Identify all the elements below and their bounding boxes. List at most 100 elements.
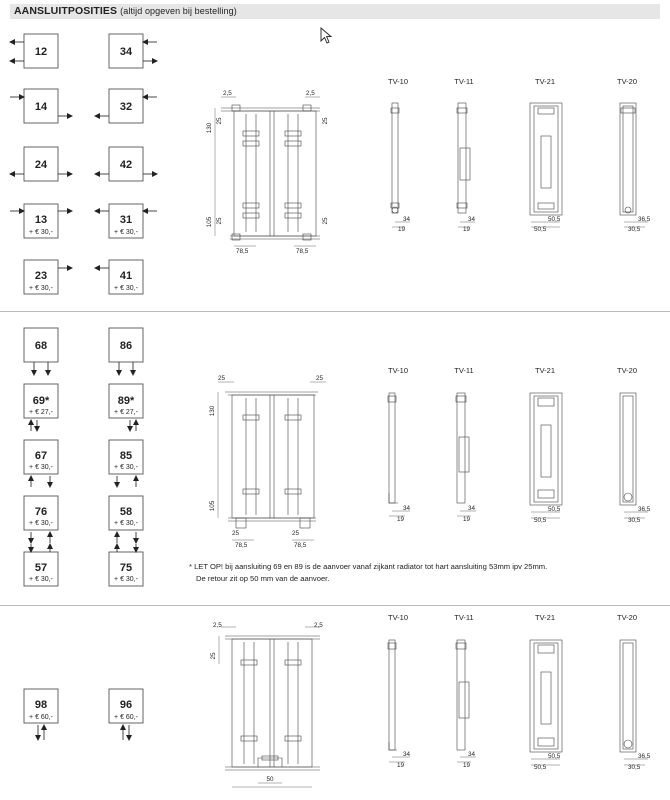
svg-text:30,5: 30,5: [628, 764, 641, 771]
svg-text:+ € 30,-: + € 30,-: [29, 576, 54, 583]
svg-text:34: 34: [468, 505, 476, 512]
section-header: AANSLUITPOSITIES (altijd opgeven bij bes…: [10, 4, 660, 19]
type-labels-row1: TV-10 TV-11 TV-21 TV-20: [388, 77, 637, 86]
connection-box-98: 98 + € 60,-: [23, 688, 59, 741]
svg-text:36,5: 36,5: [638, 753, 651, 760]
svg-text:68: 68: [35, 340, 47, 352]
type-labels-row2: TV-10 TV-11 TV-21 TV-20: [388, 366, 637, 375]
svg-text:34: 34: [120, 46, 133, 58]
svg-text:30,5: 30,5: [628, 226, 641, 233]
svg-text:50: 50: [266, 776, 274, 783]
svg-text:42: 42: [120, 159, 132, 171]
svg-text:+ € 30,-: + € 30,-: [114, 285, 139, 292]
svg-text:25: 25: [232, 530, 240, 537]
svg-text:TV-10: TV-10: [388, 77, 408, 86]
svg-text:105: 105: [206, 216, 213, 227]
connection-box-86: 86: [108, 327, 144, 376]
type-labels-row3: TV-10 TV-11 TV-21 TV-20: [388, 613, 637, 622]
svg-text:130: 130: [206, 122, 213, 133]
svg-text:86: 86: [120, 340, 132, 352]
svg-text:34: 34: [403, 751, 411, 758]
svg-text:36,5: 36,5: [638, 506, 651, 513]
svg-text:34: 34: [468, 216, 476, 223]
svg-text:TV-21: TV-21: [535, 77, 555, 86]
svg-text:TV-11: TV-11: [454, 366, 473, 375]
svg-text:130: 130: [209, 405, 216, 416]
svg-text:85: 85: [120, 450, 132, 462]
side-view-tv20: 36,5 30,5: [619, 102, 651, 233]
radiator-front-view-3: 2,5 2,5 25 50: [210, 622, 323, 788]
svg-text:25: 25: [316, 375, 324, 382]
svg-text:12: 12: [35, 46, 47, 58]
connection-box-34: 34: [108, 33, 158, 69]
connection-box-23: 23 + € 30,-: [23, 259, 73, 295]
svg-text:+ € 30,-: + € 30,-: [29, 285, 54, 292]
svg-text:25: 25: [216, 217, 223, 225]
svg-text:50,5: 50,5: [548, 753, 561, 760]
header-title: AANSLUITPOSITIES (altijd opgeven bij bes…: [14, 5, 237, 17]
svg-text:TV-20: TV-20: [617, 613, 637, 622]
svg-text:67: 67: [35, 450, 47, 462]
svg-text:34: 34: [403, 216, 411, 223]
svg-text:TV-11: TV-11: [454, 77, 473, 86]
svg-text:25: 25: [218, 375, 226, 382]
section-divider: [0, 605, 670, 606]
svg-text:105: 105: [209, 500, 216, 511]
connection-box-41: 41 + € 30,-: [94, 259, 144, 295]
connection-box-58: 58 + € 30,-: [108, 495, 144, 544]
svg-text:+ € 27,-: + € 27,-: [114, 409, 139, 416]
svg-text:TV-20: TV-20: [617, 77, 637, 86]
svg-text:TV-10: TV-10: [388, 366, 408, 375]
svg-text:23: 23: [35, 270, 47, 282]
svg-text:25: 25: [322, 117, 329, 125]
svg-text:25: 25: [210, 652, 217, 660]
svg-text:+ € 27,-: + € 27,-: [29, 409, 54, 416]
connection-box-32: 32: [94, 88, 157, 124]
side-view-tv10-2: 34 19: [387, 392, 411, 523]
svg-text:+ € 30,-: + € 30,-: [114, 464, 139, 471]
connection-box-68: 68: [23, 327, 59, 376]
svg-text:TV-20: TV-20: [617, 366, 637, 375]
connection-box-42: 42: [94, 146, 158, 182]
svg-text:78,5: 78,5: [236, 248, 249, 255]
svg-text:2,5: 2,5: [306, 90, 315, 97]
svg-text:19: 19: [463, 762, 471, 769]
svg-text:41: 41: [120, 270, 132, 282]
side-view-tv11: 34 19: [456, 102, 476, 233]
svg-text:+ € 30,-: + € 30,-: [29, 520, 54, 527]
svg-text:+ € 30,-: + € 30,-: [29, 229, 54, 236]
svg-text:98: 98: [35, 699, 47, 711]
svg-text:50,5: 50,5: [548, 506, 561, 513]
connection-box-69: 69* + € 27,-: [23, 383, 59, 432]
svg-text:+ € 30,-: + € 30,-: [114, 229, 139, 236]
mouse-cursor-icon: [320, 27, 333, 44]
connection-box-96: 96 + € 60,-: [108, 688, 144, 741]
svg-text:+ € 30,-: + € 30,-: [114, 576, 139, 583]
warning-note-line1: * LET OP! bij aansluiting 69 en 89 is de…: [189, 562, 548, 571]
svg-text:2,5: 2,5: [213, 622, 222, 629]
svg-text:69*: 69*: [33, 395, 50, 407]
side-view-tv10-3: 34 19: [387, 639, 411, 769]
svg-text:13: 13: [35, 214, 47, 226]
side-view-tv20-2: 36,5 30,5: [619, 392, 651, 524]
svg-text:31: 31: [120, 214, 132, 226]
connection-box-76: 76 + € 30,-: [23, 495, 59, 544]
svg-text:TV-10: TV-10: [388, 613, 408, 622]
svg-text:78,5: 78,5: [235, 542, 248, 549]
svg-text:32: 32: [120, 101, 132, 113]
connection-box-12: 12: [9, 33, 59, 69]
svg-text:14: 14: [35, 101, 48, 113]
connection-box-75: 75 + € 30,-: [108, 543, 144, 587]
svg-text:78,5: 78,5: [294, 542, 307, 549]
svg-text:36,5: 36,5: [638, 216, 651, 223]
svg-text:TV-21: TV-21: [535, 366, 555, 375]
svg-text:19: 19: [463, 226, 471, 233]
svg-text:96: 96: [120, 699, 132, 711]
svg-text:25: 25: [292, 530, 300, 537]
side-view-tv21: 50,5 50,5: [529, 102, 563, 233]
svg-text:34: 34: [403, 505, 411, 512]
svg-text:+ € 60,-: + € 60,-: [114, 714, 139, 721]
svg-text:50,5: 50,5: [548, 216, 561, 223]
header-subtitle: (altijd opgeven bij bestelling): [120, 6, 237, 16]
svg-text:57: 57: [35, 562, 47, 574]
